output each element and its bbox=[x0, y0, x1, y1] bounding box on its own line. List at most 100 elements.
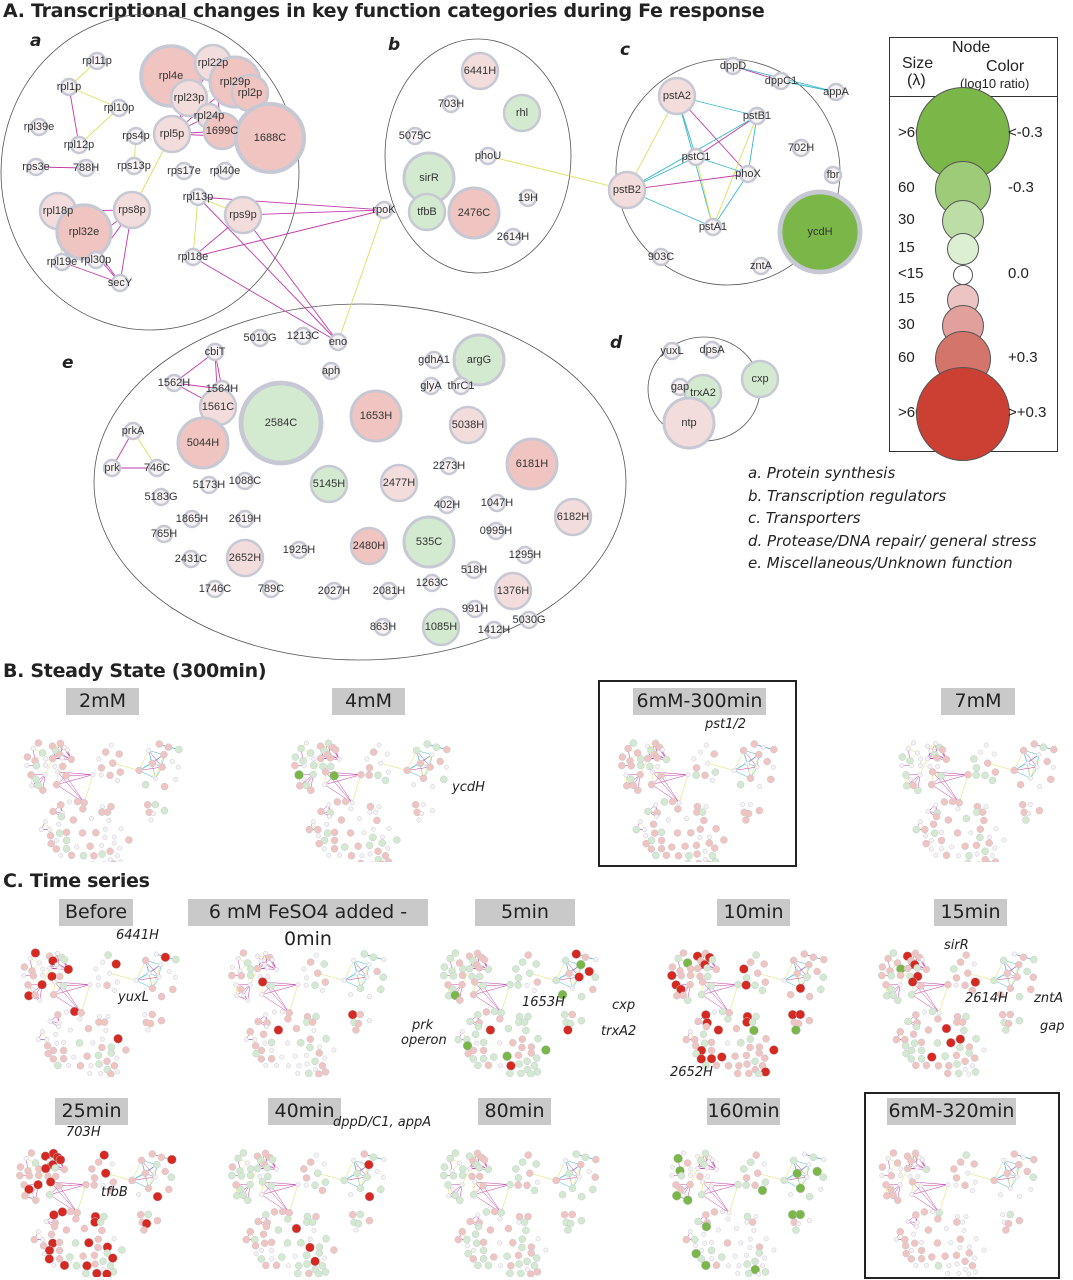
node-circle[interactable] bbox=[176, 416, 230, 470]
node-circle[interactable] bbox=[738, 164, 758, 184]
node-circle[interactable] bbox=[439, 456, 459, 476]
node-circle[interactable] bbox=[147, 458, 167, 478]
node-circle[interactable] bbox=[223, 195, 263, 235]
node-circle[interactable] bbox=[86, 250, 106, 270]
node-circle[interactable] bbox=[349, 389, 403, 443]
node-circle[interactable] bbox=[123, 421, 143, 441]
node-circle[interactable] bbox=[29, 117, 49, 137]
node-circle[interactable] bbox=[309, 464, 349, 504]
node-circle[interactable] bbox=[233, 101, 307, 175]
node-circle[interactable] bbox=[374, 200, 394, 220]
node-circle[interactable] bbox=[76, 158, 96, 178]
node-circle[interactable] bbox=[486, 521, 506, 541]
node-circle[interactable] bbox=[59, 77, 79, 97]
node-circle[interactable] bbox=[448, 405, 488, 445]
node-circle[interactable] bbox=[421, 376, 441, 396]
node-circle[interactable] bbox=[110, 273, 130, 293]
node-circle[interactable] bbox=[205, 579, 225, 599]
node-circle[interactable] bbox=[437, 495, 457, 515]
node-circle[interactable] bbox=[238, 380, 324, 466]
node-circle[interactable] bbox=[52, 252, 72, 272]
node-circle[interactable] bbox=[151, 487, 171, 507]
node-circle[interactable] bbox=[441, 94, 461, 114]
node-circle[interactable] bbox=[183, 247, 203, 267]
node-circle[interactable] bbox=[505, 437, 559, 491]
node-circle[interactable] bbox=[188, 187, 208, 207]
node-circle[interactable] bbox=[235, 471, 255, 491]
node-circle[interactable] bbox=[607, 170, 647, 210]
node-circle[interactable] bbox=[662, 396, 716, 450]
node-circle[interactable] bbox=[379, 463, 419, 503]
node-circle[interactable] bbox=[478, 146, 498, 166]
node-circle[interactable] bbox=[164, 373, 184, 393]
node-circle[interactable] bbox=[215, 161, 235, 181]
node-circle[interactable] bbox=[182, 509, 202, 529]
node-circle[interactable] bbox=[379, 581, 399, 601]
node-circle[interactable] bbox=[484, 620, 504, 640]
node-circle[interactable] bbox=[464, 560, 484, 580]
node-circle[interactable] bbox=[553, 497, 593, 537]
node-circle[interactable] bbox=[87, 51, 107, 71]
node-circle[interactable] bbox=[152, 114, 192, 154]
node-circle[interactable] bbox=[102, 458, 122, 478]
node-circle[interactable] bbox=[26, 157, 46, 177]
node-circle[interactable] bbox=[703, 217, 723, 237]
node-circle[interactable] bbox=[199, 475, 219, 495]
node-circle[interactable] bbox=[447, 186, 501, 240]
node-circle[interactable] bbox=[518, 188, 538, 208]
node-circle[interactable] bbox=[826, 82, 846, 102]
node-circle[interactable] bbox=[109, 98, 129, 118]
node-circle[interactable] bbox=[791, 138, 811, 158]
node-circle[interactable] bbox=[405, 126, 425, 146]
node-circle[interactable] bbox=[702, 340, 722, 360]
node-circle[interactable] bbox=[651, 247, 671, 267]
node-circle[interactable] bbox=[293, 326, 313, 346]
node-circle[interactable] bbox=[55, 203, 113, 261]
node-circle[interactable] bbox=[686, 147, 706, 167]
node-circle[interactable] bbox=[723, 56, 743, 76]
node-circle[interactable] bbox=[235, 509, 255, 529]
node-circle[interactable] bbox=[493, 571, 533, 611]
node-circle[interactable] bbox=[373, 617, 393, 637]
node-circle[interactable] bbox=[112, 190, 152, 230]
node-circle[interactable] bbox=[823, 165, 843, 185]
node-circle[interactable] bbox=[515, 545, 535, 565]
node-circle[interactable] bbox=[154, 524, 174, 544]
node-circle[interactable] bbox=[740, 359, 780, 399]
node-circle[interactable] bbox=[502, 93, 542, 133]
node-circle[interactable] bbox=[465, 599, 485, 619]
node-circle[interactable] bbox=[657, 76, 697, 116]
node-circle[interactable] bbox=[451, 376, 471, 396]
node-circle[interactable] bbox=[747, 106, 767, 126]
node-circle[interactable] bbox=[181, 549, 201, 569]
node-circle[interactable] bbox=[349, 526, 389, 566]
node-circle[interactable] bbox=[289, 540, 309, 560]
node-circle[interactable] bbox=[328, 332, 348, 352]
node-circle[interactable] bbox=[261, 579, 281, 599]
node-circle[interactable] bbox=[751, 256, 771, 276]
node-circle[interactable] bbox=[487, 493, 507, 513]
node-circle[interactable] bbox=[225, 538, 265, 578]
node-circle[interactable] bbox=[69, 135, 89, 155]
node-circle[interactable] bbox=[250, 328, 270, 348]
node-circle[interactable] bbox=[321, 361, 341, 381]
node-circle[interactable] bbox=[460, 51, 500, 91]
node-circle[interactable] bbox=[421, 607, 461, 647]
node-circle[interactable] bbox=[422, 573, 442, 593]
node-circle[interactable] bbox=[407, 192, 447, 232]
node-circle[interactable] bbox=[124, 156, 144, 176]
node-circle[interactable] bbox=[771, 71, 791, 91]
node-circle[interactable] bbox=[324, 581, 344, 601]
node-circle[interactable] bbox=[169, 78, 209, 118]
node-circle[interactable] bbox=[424, 350, 444, 370]
thumb-node bbox=[263, 1012, 269, 1018]
node-circle[interactable] bbox=[452, 333, 506, 387]
node-circle[interactable] bbox=[174, 161, 194, 181]
node-circle[interactable] bbox=[662, 341, 682, 361]
node-circle[interactable] bbox=[777, 189, 863, 275]
node-circle[interactable] bbox=[205, 342, 225, 362]
node-circle[interactable] bbox=[503, 227, 523, 247]
node-circle[interactable] bbox=[126, 126, 146, 146]
node-circle[interactable] bbox=[519, 610, 539, 630]
node-circle[interactable] bbox=[402, 515, 456, 569]
